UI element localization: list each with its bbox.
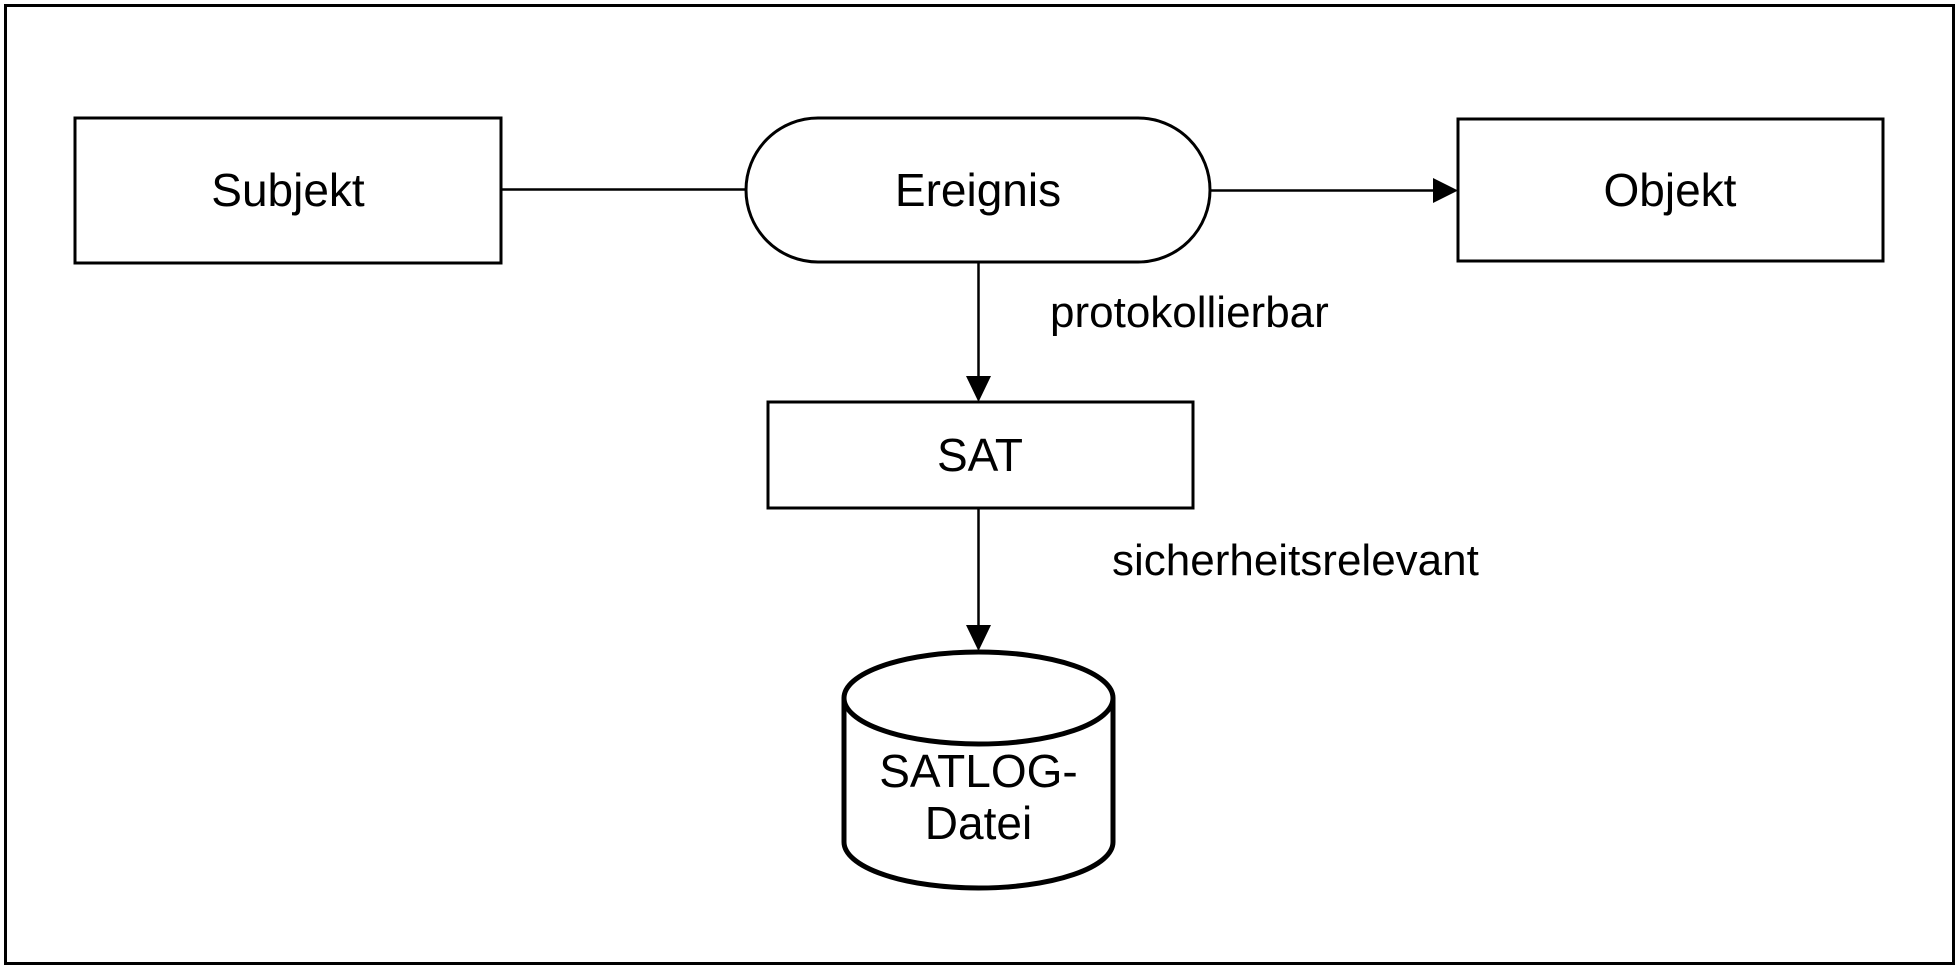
objekt-node: [1456, 117, 1885, 263]
satlog-datei-node: SATLOG- Datei: [841, 649, 1116, 891]
arrowhead-to-satlog-icon: [966, 625, 991, 651]
arrowhead-to-objekt-icon: [1433, 178, 1458, 203]
ereignis-node: [744, 116, 1212, 264]
satlog-node-label-line2: Datei: [925, 797, 1032, 849]
sat-node: [766, 400, 1195, 510]
cylinder-body: [841, 698, 1116, 891]
arrowhead-to-sat-icon: [966, 376, 991, 402]
cylinder-top: [841, 649, 1116, 747]
subjekt-node-label: Subjekt: [211, 164, 365, 216]
sat-node-label: SAT: [937, 429, 1023, 481]
ereignis-node-label: Ereignis: [895, 164, 1061, 216]
satlog-node-label-line1: SATLOG-: [879, 745, 1078, 797]
objekt-node-label: Objekt: [1604, 164, 1737, 216]
edge-label-protokollierbar: protokollierbar: [1050, 288, 1329, 337]
subjekt-node: [73, 116, 503, 265]
edge-label-sicherheitsrelevant: sicherheitsrelevant: [1112, 536, 1479, 585]
